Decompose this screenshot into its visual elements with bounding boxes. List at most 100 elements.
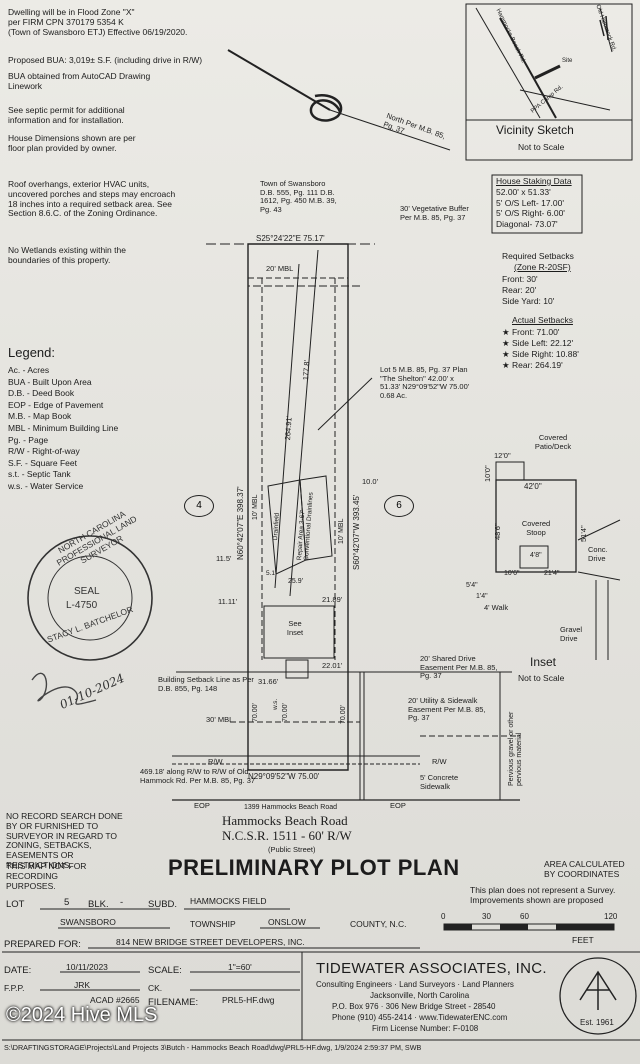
inset-dim-4-8: 4'8" [530, 552, 542, 559]
drawing-title: PRELIMINARY PLOT PLAN [168, 855, 460, 880]
company-phone: Phone (910) 455-2414 · www.TidewaterENC.… [332, 1013, 508, 1022]
dim-21-89: 21.89' [322, 595, 343, 604]
copyright-watermark: ©2024 Hive MLS [6, 1004, 158, 1026]
signature [31, 672, 97, 705]
inset-dim-42: 42'0" [524, 482, 542, 491]
not-for-recording-note: THIS MAP NOT FOR RECORDING PURPOSES. [6, 861, 87, 891]
vicinity-subtitle: Not to Scale [518, 142, 565, 152]
town-label: Town of Swansboro D.B. 555, Pg. 111 D.B.… [260, 179, 337, 214]
dim-177: 177.8' [301, 359, 312, 381]
dim-11-11: 11.11' [218, 597, 238, 606]
scale-label: SCALE: [148, 965, 182, 976]
dim-70-a: 70.00' [252, 703, 259, 722]
rw-distance-label: 469.18' along R/W to R/W of Old Hammock … [140, 767, 256, 785]
acad-number: ACAD #2665 [90, 995, 140, 1005]
blk-value: - [120, 897, 124, 908]
buffer-label: 30' Vegetative Buffer Per M.B. 85, Pg. 3… [400, 204, 469, 222]
prepared-for-label: PREPARED FOR: [4, 939, 81, 950]
legend-item: R/W - Right-of-way [8, 446, 80, 457]
township-value: SWANSBORO [60, 917, 116, 927]
vicinity-box [465, 3, 633, 161]
legend-item: Pg. - Page [8, 434, 49, 445]
legend-item: D.B. - Deed Book [8, 388, 75, 399]
filename-value: PRL5-HF.dwg [222, 995, 275, 1005]
company-name: TIDEWATER ASSOCIATES, INC. [316, 960, 547, 977]
ck-label: CK. [148, 983, 163, 993]
actual-setbacks-lines: ★ Front: 71.00' ★ Side Left: 22.12' ★ Si… [502, 327, 579, 370]
dim-70-b: 70.00' [282, 703, 289, 722]
legend-title: Legend: [8, 345, 55, 360]
lot-6-marker: 6 [384, 495, 414, 517]
dim-25-9: 25.9' [288, 578, 303, 585]
road-type: (Public Street) [268, 845, 316, 854]
scale-value: 1"=60' [228, 962, 252, 972]
scale-tick-120: 120 [604, 912, 618, 921]
lot-label: LOT [6, 899, 25, 910]
mbl-30: 30' MBL [206, 715, 234, 724]
property-address: 1399 Hammocks Beach Road [244, 804, 337, 811]
county-value: ONSLOW [268, 917, 306, 927]
shared-drive-label: 20' Shared Drive Easement Per M.B. 85, P… [420, 654, 498, 681]
company-address: P.O. Box 976 · 306 New Bridge Street - 2… [332, 1002, 496, 1011]
drawing-path: S:\DRAFTINGSTORAGE\Projects\Land Project… [4, 1043, 422, 1052]
surveyor-seal [27, 535, 153, 661]
inset-dim-10: 10'0" [483, 465, 492, 482]
right-bearing: S60°42'07"W 393.45' [352, 494, 361, 570]
township-label: TOWNSHIP [190, 919, 236, 929]
scale-tick-60: 60 [520, 912, 529, 921]
inset-title: Inset [530, 655, 557, 669]
legend-item: BUA - Built Upon Area [8, 376, 92, 387]
dim-264: 264.91' [283, 415, 294, 441]
fpp-label: F.P.P. [4, 983, 25, 993]
seal-number: L-4750 [66, 600, 98, 611]
blk-label: BLK. [88, 899, 109, 910]
setback-line-label: Building Setback Line as Per D.B. 855, P… [158, 675, 254, 693]
gravel-drive-label: Gravel Drive [560, 625, 583, 643]
required-setbacks-lines: Front: 30' Rear: 20' Side Yard: 10' [502, 274, 555, 306]
fpp-value: JRK [74, 980, 91, 990]
stoop-label: Covered Stoop [521, 519, 551, 537]
survey-disclaimer: This plan does not represent a Survey. I… [470, 885, 616, 905]
inset-dim-12: 12'0" [494, 451, 511, 460]
vicinity-title: Vicinity Sketch [496, 123, 574, 137]
lot-4-marker: 4 [184, 495, 214, 517]
legend-item: w.s. - Water Service [8, 480, 84, 491]
required-setbacks-title: Required Setbacks [502, 251, 574, 261]
legend-item: EOP - Edge of Pavement [8, 399, 104, 410]
conc-drive-label: Conc. Drive [588, 545, 608, 563]
dim-31-66: 31.66' [258, 677, 279, 686]
subd-label: SUBD. [148, 899, 178, 910]
filename-label: FILENAME: [148, 997, 199, 1008]
inset-dim-1-4: 1'4" [476, 593, 488, 600]
ws-label: w.s. [272, 698, 279, 710]
road-designation: N.C.S.R. 1511 - 60' R/W [222, 828, 352, 843]
date-label: DATE: [4, 965, 32, 976]
seal-label: SEAL [74, 586, 100, 597]
eop-left: EOP [194, 801, 210, 810]
front-bearing: N29°09'52"W 75.00' [248, 772, 320, 781]
house-dims-note: House Dimensions shown are per floor pla… [8, 133, 136, 153]
inset-house [495, 479, 577, 573]
company-city: Jacksonville, North Carolina [370, 991, 470, 1000]
company-services: Consulting Engineers · Land Surveyors · … [316, 980, 514, 989]
walk-label: 4' Walk [484, 603, 509, 612]
mbl-left: 10' MBL [252, 494, 259, 520]
septic-note: See septic permit for additional informa… [8, 105, 125, 125]
utility-easement-label: 20' Utility & Sidewalk Easement Per M.B.… [408, 696, 486, 723]
scale-tick-30: 30 [482, 912, 491, 921]
mbl-right: 10' MBL [338, 518, 345, 544]
inset-subtitle: Not to Scale [518, 673, 565, 683]
staking-title: House Staking Data [496, 176, 572, 186]
dim-11-5: 11.5' [216, 554, 232, 563]
inset-dim-51-4: 51'4" [579, 525, 588, 542]
see-inset-label: See Inset [286, 619, 304, 637]
inset-dim-10-6: 10'6" [504, 570, 520, 577]
concrete-sidewalk-label: 5' Concrete Sidewalk [420, 773, 459, 791]
road-name: Hammocks Beach Road [222, 813, 348, 828]
county-label: COUNTY, N.C. [350, 919, 407, 929]
legend-item: S.F. - Square Feet [8, 457, 77, 468]
dim-10: 10.0' [362, 477, 379, 486]
area-calc-note: AREA CALCULATED BY COORDINATES [544, 859, 625, 879]
